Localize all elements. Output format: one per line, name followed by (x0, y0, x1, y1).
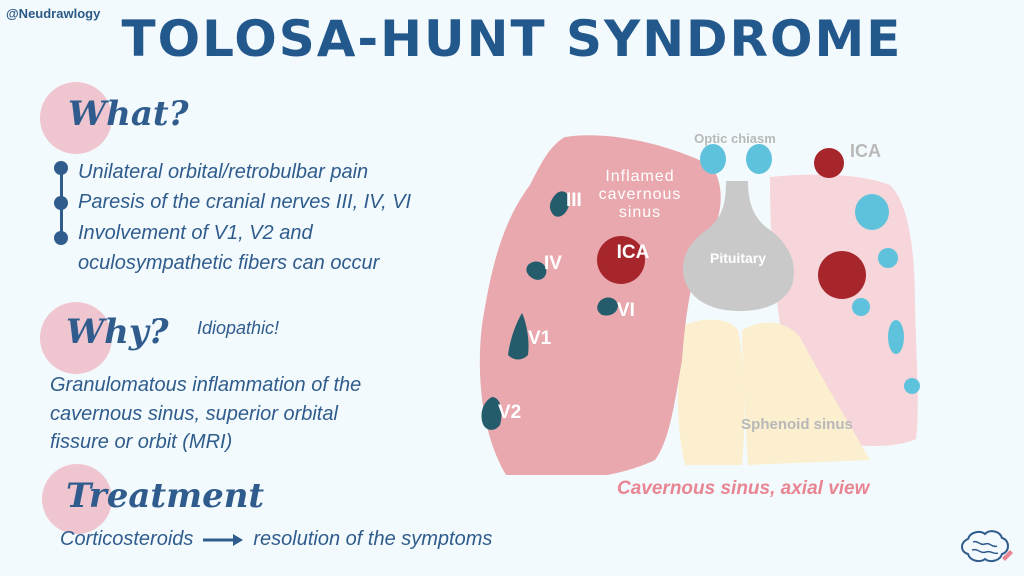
page-title: TOLOSA-HUNT SYNDROME (121, 10, 903, 68)
nerve-v1 (508, 313, 529, 360)
nerve-v2-label: V2 (498, 402, 521, 423)
normal-side-vessel (878, 248, 898, 268)
why-line: Granulomatous inflammation of the (50, 374, 362, 396)
right-arrow-icon (203, 533, 244, 546)
bullet-dot (54, 231, 68, 245)
bullet-dot (54, 196, 68, 210)
diagram-caption: Cavernous sinus, axial view (617, 478, 870, 499)
inflamed-label-line3: sinus (619, 204, 661, 221)
ica-normal-side (818, 251, 866, 299)
inflamed-label-line2: cavernous (599, 186, 682, 203)
nerve-vi-label: VI (617, 300, 635, 321)
what-bullet-continuation: oculosympathetic fibers can occur (78, 252, 380, 274)
normal-side-vessel (904, 378, 920, 394)
nerve-iv (526, 261, 547, 280)
why-line: cavernous sinus, superior orbital (50, 403, 338, 425)
author-handle: @Neudrawlogy (6, 6, 101, 21)
treatment-heading-blob (42, 464, 112, 534)
why-heading: Why? (66, 312, 169, 352)
treatment-row: Corticosteroids resolution of the sympto… (60, 528, 492, 551)
what-heading-blob (40, 82, 112, 154)
ica-inflamed-label: ICA (617, 242, 650, 263)
pituitary-label: Pituitary (710, 250, 766, 266)
treatment-heading: Treatment (66, 476, 265, 516)
nerve-iv-label: IV (544, 253, 562, 274)
brain-logo-icon (961, 530, 1013, 563)
sphenoid-sinus (742, 322, 870, 465)
why-note: Idiopathic! (197, 318, 280, 338)
treatment-right: resolution of the symptoms (253, 528, 493, 550)
treatment-left: Corticosteroids (60, 528, 194, 550)
why-heading-blob (40, 302, 112, 374)
what-bullet: Involvement of V1, V2 and (78, 222, 313, 244)
optic-chiasm-label: Optic chiasm (694, 131, 776, 146)
nerve-v1-label: V1 (528, 328, 552, 349)
nerve-iii-label: III (566, 190, 582, 211)
nerve-vi (597, 297, 618, 316)
sphenoid-sinus (677, 319, 745, 465)
bullet-dot (54, 161, 68, 175)
inflamed-label-line1: Inflamed (605, 168, 674, 185)
nerve-iii (549, 191, 570, 217)
pituitary-gland (682, 181, 794, 311)
optic-chiasm-left (700, 144, 726, 174)
cavernous-sinus-diagram: Inflamed cavernous sinus Optic chiasm IC… (479, 131, 920, 475)
what-bullet: Unilateral orbital/retrobulbar pain (78, 161, 369, 183)
normal-side-vessel (888, 320, 904, 354)
ica-inflamed-side (597, 236, 645, 284)
nerve-v2 (481, 397, 502, 430)
what-bullet: Paresis of the cranial nerves III, IV, V… (78, 191, 412, 213)
sphenoid-label: Sphenoid sinus (741, 416, 853, 433)
normal-side-vessel (852, 298, 870, 316)
what-heading: What? (68, 94, 189, 134)
why-line: fissure or orbit (MRI) (50, 431, 233, 453)
ica-top (814, 148, 844, 178)
normal-side-vessel (855, 194, 889, 230)
optic-chiasm-right (746, 144, 772, 174)
ica-top-label: ICA (850, 141, 881, 161)
